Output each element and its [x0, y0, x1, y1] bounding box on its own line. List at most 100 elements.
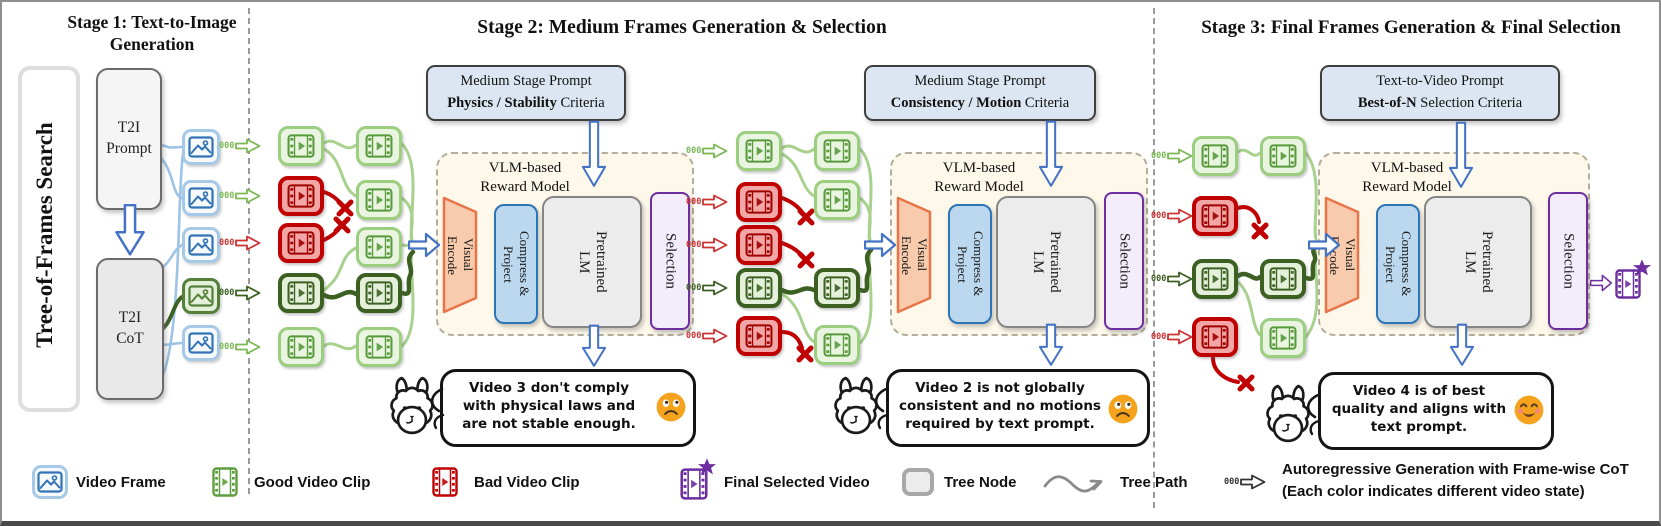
legend-tree-node-label: Tree Node	[944, 474, 1017, 491]
autoregressive-arrow: 000	[219, 138, 261, 154]
medium-stage-prompt-box-1: Medium Stage Prompt Physics / Stability …	[426, 65, 626, 121]
selection-block: Selection	[1104, 192, 1144, 330]
tree3-to-reward-arrow-icon	[1308, 232, 1340, 258]
autoregressive-arrow: 000	[686, 237, 728, 253]
bad-video-clip	[278, 176, 324, 216]
image-icon	[37, 471, 63, 493]
good-video-clip	[356, 180, 402, 220]
film-clip-icon	[365, 335, 393, 359]
feedback-bubble-1: Video 3 don't comply with physical laws …	[440, 369, 696, 447]
tree-of-frames-search-panel	[18, 66, 80, 412]
reward3-down-arrow-icon	[1450, 322, 1474, 368]
bubble-text: Video 3 don't comply with physical laws …	[462, 380, 636, 432]
prompt-line2: Best-of-N Selection Criteria	[1357, 95, 1523, 111]
good-video-clip	[278, 327, 324, 367]
film-clip-icon	[287, 231, 315, 255]
image-icon	[188, 234, 214, 256]
legend-bad-clip-label: Bad Video Clip	[474, 474, 580, 491]
bad-video-clip	[736, 316, 782, 356]
film-clip-icon	[287, 184, 315, 208]
final-selected-video-icon	[1612, 263, 1652, 301]
film-clip-icon	[1269, 267, 1297, 291]
happy-emoji-icon	[1513, 394, 1545, 426]
video-frame-5	[182, 325, 220, 361]
legend-good-clip-label: Good Video Clip	[254, 474, 371, 491]
autoregressive-arrow: 000	[686, 143, 728, 159]
film-clip-icon	[365, 281, 393, 305]
gen-arrow-icon	[235, 285, 261, 301]
legend-tree-path-icon	[1043, 475, 1103, 493]
film-clip-icon	[1201, 144, 1229, 168]
selected-video-clip	[356, 273, 402, 313]
good-video-clip	[356, 126, 402, 166]
prompt-line2: Physics / Stability Criteria	[447, 95, 605, 111]
legend-good-clip-icon	[212, 466, 238, 498]
film-clip-icon	[745, 324, 773, 348]
visual-encode-block: Visual Encode	[1324, 196, 1360, 314]
film-clip-icon	[745, 190, 773, 214]
stage3-title: Stage 3: Final Frames Generation & Final…	[1201, 17, 1621, 38]
bubble-tail-icon	[426, 388, 446, 430]
bubble-text: Video 4 is of best quality and aligns wi…	[1331, 383, 1507, 435]
gen-arrow-icon	[1167, 208, 1193, 224]
good-video-clip	[278, 126, 324, 166]
visual-encode-label: Visual Encode	[445, 235, 476, 275]
autoregressive-arrow: 000	[219, 188, 261, 204]
compress-project-block: Compress & Project	[494, 204, 538, 324]
gen-arrow-icon	[1167, 271, 1193, 287]
autoregressive-arrow: 000	[686, 280, 728, 296]
medium-stage-prompt-box-2: Medium Stage Prompt Consistency / Motion…	[864, 65, 1096, 121]
compress-project-block: Compress & Project	[948, 204, 992, 324]
autoregressive-arrow: 000	[1151, 208, 1193, 224]
film-clip-icon	[1201, 267, 1229, 291]
legend-autoregressive-label: Autoregressive Generation with Frame-wis…	[1282, 461, 1629, 500]
final-output-arrow-icon	[1590, 273, 1612, 293]
film-clip-icon	[365, 235, 393, 259]
reward1-down-arrow-icon	[582, 324, 606, 368]
gen-arrow-icon	[235, 339, 261, 355]
bad-video-clip	[1192, 196, 1238, 236]
sad-emoji-icon	[655, 391, 687, 423]
t2i-prompt-box: T2I Prompt	[96, 68, 162, 210]
film-clip-icon	[745, 233, 773, 257]
feedback-bubble-3: Video 4 is of best quality and aligns wi…	[1318, 372, 1554, 450]
stage2-title: Stage 2: Medium Frames Generation & Sele…	[477, 17, 887, 38]
film-clip-icon	[745, 276, 773, 300]
tree2-to-reward-arrow-icon	[864, 232, 896, 258]
autoregressive-arrow: 000	[686, 328, 728, 344]
film-clip-icon	[287, 281, 315, 305]
stage2-stage3-separator	[1153, 8, 1155, 508]
selection-block: Selection	[650, 192, 690, 330]
good-video-clip	[814, 180, 860, 220]
visual-encode-block: Visual Encode	[442, 196, 478, 314]
legend-autoregressive-icon: 000	[1224, 474, 1266, 490]
gen-arrow-icon	[1240, 474, 1266, 490]
legend-final-video-icon	[680, 460, 720, 500]
legend-video-frame-label: Video Frame	[76, 474, 166, 491]
gen-arrow-icon	[702, 237, 728, 253]
stage1-title: Stage 1: Text-to-Image Generation	[67, 12, 237, 54]
film-clip-icon	[1201, 325, 1229, 349]
bubble-tail-icon	[870, 388, 890, 430]
legend-bad-clip-icon	[432, 466, 458, 498]
selected-video-clip	[278, 273, 324, 313]
selected-video-clip	[814, 268, 860, 308]
star-icon	[1632, 259, 1652, 277]
reward-model-label: VLM-based Reward Model	[480, 160, 570, 195]
tree-of-frames-search-label: Tree-of-Frames Search	[32, 122, 57, 348]
prompt-line1: Medium Stage Prompt	[914, 73, 1046, 90]
gen-arrow-icon	[702, 143, 728, 159]
gen-arrow-icon	[1167, 148, 1193, 164]
sad-emoji-icon	[1107, 393, 1139, 425]
good-video-clip	[814, 325, 860, 365]
prompt-line2: Consistency / Motion Criteria	[890, 95, 1070, 111]
image-icon	[188, 285, 214, 307]
gen-arrow-icon	[702, 194, 728, 210]
reward-model-label: VLM-based Reward Model	[934, 160, 1024, 195]
image-icon	[188, 187, 214, 209]
prompt3-down-arrow-icon	[1449, 120, 1473, 190]
star-icon	[697, 458, 717, 476]
legend-final-video-label: Final Selected Video	[724, 474, 870, 491]
autoregressive-arrow: 000	[1151, 329, 1193, 345]
bad-video-clip	[736, 182, 782, 222]
